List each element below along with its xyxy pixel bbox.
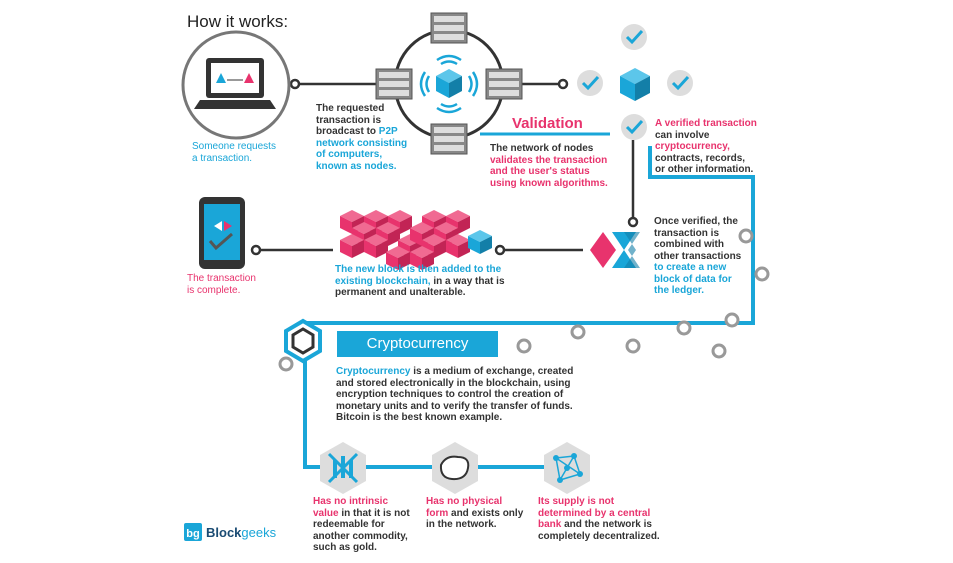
p2p-network-icon: [375, 12, 523, 155]
decentralized-network-icon: [544, 442, 590, 494]
validation-highlight: validates the transaction and the user's…: [490, 154, 608, 189]
verified-hl1: A verified transaction: [655, 118, 757, 129]
blue-cube: [468, 230, 492, 254]
page-title: How it works:: [187, 12, 289, 31]
pink-cube: [340, 234, 364, 258]
crypto-text: Cryptocurrency is a medium of exchange, …: [336, 366, 573, 424]
added-text: The new block is then added to the exist…: [335, 264, 505, 299]
blockgeeks-logo: Blockgeeks: [206, 525, 276, 540]
added-post: in a way that is permanent and unalterab…: [335, 275, 505, 299]
no-physical-form-icon: [432, 442, 478, 494]
new-block-icon: [590, 232, 640, 268]
blockgeeks-logo-mark: bg: [184, 523, 202, 541]
combined-pre: Once verified, the transaction is combin…: [654, 216, 742, 262]
verified-text: A verified transaction can involve crypt…: [655, 118, 757, 176]
blue-flow-path: [303, 146, 755, 469]
added-highlight: The new block is then added to the exist…: [335, 264, 502, 287]
prop2-highlight: Has no physical form: [426, 496, 503, 519]
logo-mark-text: bg: [186, 528, 199, 540]
complete-text: The transaction is complete.: [187, 273, 256, 296]
prop3-highlight: Its supply is not determined by a centra…: [538, 496, 651, 530]
combined-text: Once verified, the transaction is combin…: [654, 216, 741, 297]
combined-highlight: to create a new block of data for the le…: [654, 262, 732, 296]
pink-cube: [386, 246, 410, 270]
property-no-value-text: Has no intrinsic value in that it is not…: [313, 496, 410, 554]
verified-hl2: cryptocurrency,: [655, 141, 730, 152]
pink-cube: [446, 234, 470, 258]
crypto-hexagon-icon: [284, 318, 322, 364]
broadcast-highlight: P2P network consisting of computers, kno…: [316, 126, 408, 172]
logo-light: geeks: [241, 525, 277, 540]
pink-cube: [410, 246, 434, 270]
prop3-post: and the network is completely decentrali…: [538, 519, 660, 542]
path-dots: [278, 228, 770, 372]
connector-dots: [250, 78, 639, 256]
validation-text: The network of nodes validates the trans…: [490, 143, 608, 189]
blockchain-cubes-icon: [340, 210, 492, 270]
no-value-icon: [320, 442, 366, 494]
prop2-post: and exists only in the network.: [426, 507, 524, 531]
validation-label: Validation: [512, 115, 583, 132]
logo-bold: Block: [206, 525, 242, 540]
verified-post: contracts, records, or other information…: [655, 152, 754, 175]
step-broadcast-text: The requested transaction is broadcast t…: [316, 103, 407, 172]
broadcast-pre: The requested transaction is broadcast t…: [316, 103, 385, 137]
property-hexagons: [320, 442, 590, 494]
validation-pre: The network of nodes: [490, 143, 594, 154]
prop1-highlight: Has no intrinsic value: [313, 496, 389, 519]
prop1-post: in that it is not redeemable for another…: [313, 507, 410, 554]
crypto-highlight: Cryptocurrency: [336, 366, 411, 377]
verified-mid: can involve: [655, 129, 710, 141]
validation-check-icons: [577, 24, 693, 140]
step-request-text: Someone requests a transaction.: [192, 141, 276, 164]
property-no-form-text: Has no physical form and exists only in …: [426, 496, 523, 531]
pink-cube: [364, 234, 388, 258]
cryptocurrency-label: Cryptocurrency: [337, 331, 498, 357]
crypto-post: is a medium of exchange, created and sto…: [336, 366, 574, 423]
laptop-icon: [181, 30, 291, 140]
phone-icon: [199, 197, 245, 269]
property-decentralized-text: Its supply is not determined by a centra…: [538, 496, 660, 542]
